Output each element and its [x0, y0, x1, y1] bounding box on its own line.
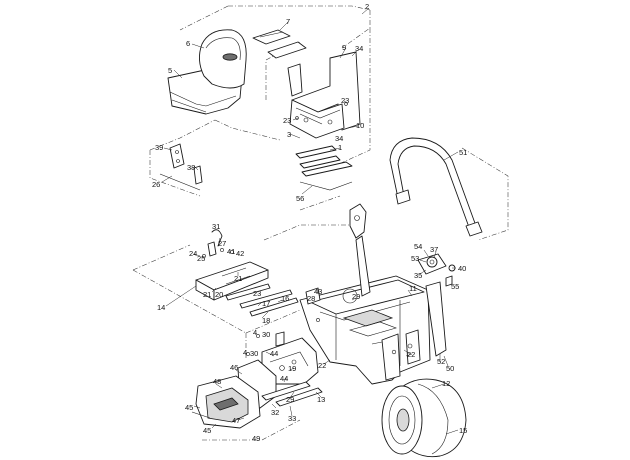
- callout-number: 48: [213, 377, 222, 386]
- callout-number: 45: [203, 426, 212, 435]
- callout-number: 46: [230, 363, 239, 372]
- callout-number: 53: [411, 254, 420, 263]
- callout-number: 4: [243, 348, 248, 357]
- callout-number: 7: [286, 17, 291, 26]
- callout-number: 44: [280, 374, 289, 383]
- callout-number: 2: [365, 2, 370, 11]
- hinge-bracket: [287, 63, 303, 97]
- callout-number: 51: [459, 148, 468, 157]
- rear-wheel: [381, 378, 467, 458]
- callout-number: 12: [442, 379, 451, 388]
- callout-number: 33: [288, 414, 297, 423]
- callout-number: 26: [152, 180, 161, 189]
- callout-number: 31: [212, 222, 221, 231]
- seat-brackets: [252, 21, 361, 139]
- callout-number: 30: [250, 349, 259, 358]
- callout-number: 38: [187, 163, 196, 172]
- lower-rails: [261, 381, 323, 417]
- cross-rails: [225, 283, 299, 319]
- callout-number: 30: [262, 330, 271, 339]
- callout-number: 22: [407, 350, 416, 359]
- control-panel: [191, 331, 319, 429]
- misc-leaders: [323, 7, 411, 365]
- callout-number: 42: [236, 249, 245, 258]
- main-frame: [299, 203, 449, 385]
- callout-number: 13: [317, 395, 326, 404]
- callout-number: 18: [262, 316, 271, 325]
- callout-number: 3: [287, 130, 292, 139]
- callout-number: 6: [186, 39, 191, 48]
- mid-plate-assembly: [165, 229, 269, 307]
- seat-logo: [222, 53, 238, 61]
- callout-number: 49: [252, 434, 261, 443]
- callout-number: 19: [288, 364, 297, 373]
- callout-number: 37: [430, 245, 439, 254]
- callout-number: 23: [253, 289, 262, 298]
- callout-number: 39: [155, 143, 164, 152]
- callout-number: 44: [270, 349, 279, 358]
- seat-rails: [289, 133, 353, 195]
- callout-number: 52: [437, 357, 446, 366]
- callout-number: 41: [227, 247, 236, 256]
- callout-number: 24: [189, 249, 198, 258]
- callout-number: 1: [338, 143, 343, 152]
- roll-bar: [389, 137, 483, 237]
- seat-switch: [159, 143, 203, 191]
- callout-number: 28: [307, 294, 316, 303]
- callout-number: 23: [283, 116, 292, 125]
- frame-bracket: [305, 287, 321, 305]
- callout-number: 29: [286, 395, 295, 404]
- callout-number: 54: [414, 242, 423, 251]
- callout-number: 50: [446, 364, 455, 373]
- roll-bar-pivot: [417, 249, 456, 287]
- control-lever: [355, 235, 371, 297]
- callout-number: 32: [271, 408, 280, 417]
- callout-number: 15: [459, 426, 468, 435]
- callout-number: 4: [253, 328, 258, 337]
- callout-number: 34: [335, 134, 344, 143]
- callout-number: 9: [342, 43, 347, 52]
- group-outline-lines: [132, 5, 509, 441]
- callout-number: 5: [168, 66, 173, 75]
- callout-number: 25: [197, 254, 206, 263]
- callout-number: 11: [409, 284, 417, 293]
- callout-number: 17: [262, 299, 271, 308]
- callout-number: 40: [458, 264, 467, 273]
- callout-number: 29: [352, 292, 361, 301]
- callout-number: 34: [355, 44, 364, 53]
- seat-assembly: [167, 29, 247, 115]
- callout-number: 16: [281, 294, 290, 303]
- callout-number: 45: [185, 403, 194, 412]
- slide-rail: [252, 29, 291, 45]
- callout-number: 55: [451, 282, 460, 291]
- callout-number: 21: [234, 274, 243, 283]
- callout-number: 27: [218, 239, 227, 248]
- seat-support-frame: [291, 51, 361, 131]
- callout-number: 47: [232, 416, 241, 425]
- seat-back: [199, 29, 247, 89]
- callout-number: 35: [414, 271, 423, 280]
- callout-number: 10: [356, 121, 365, 130]
- callout-number: 43: [314, 287, 323, 296]
- callout-number: 23: [341, 96, 350, 105]
- callout-number: 20: [215, 290, 224, 299]
- callout-number: 56: [296, 194, 305, 203]
- roll-bar-tube: [389, 137, 477, 231]
- callout-number: 21: [203, 290, 212, 299]
- callout-number: 14: [157, 303, 166, 312]
- callout-number: 22: [318, 361, 327, 370]
